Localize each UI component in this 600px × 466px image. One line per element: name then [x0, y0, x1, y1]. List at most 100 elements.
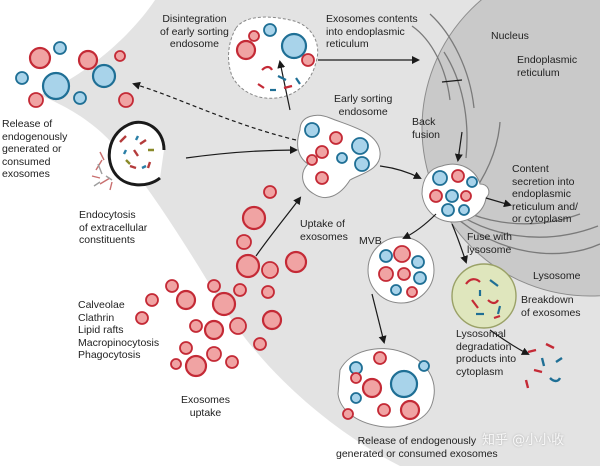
exosome-vesicle-red — [203, 319, 225, 341]
exosome-vesicle-red — [261, 285, 275, 299]
lysosome — [451, 263, 517, 329]
endocytosis-bud — [107, 120, 166, 187]
exosome-vesicle-red — [377, 403, 391, 417]
exosome-vesicle-red — [114, 50, 126, 62]
exosome-vesicle-blue — [354, 156, 370, 172]
exosome-vesicle-red — [397, 267, 411, 281]
exosome-vesicle-red — [399, 399, 421, 421]
exosome-vesicle-blue — [15, 71, 29, 85]
exosome-vesicle-blue — [53, 41, 67, 55]
exosome-vesicle-blue — [379, 249, 393, 263]
exosome-vesicle-red — [342, 408, 354, 420]
exosome-vesicle-blue — [73, 91, 87, 105]
watermark: 知乎 @小小收 — [482, 433, 565, 448]
degradation-fragments — [524, 342, 563, 389]
exosome-vesicle-red — [145, 293, 159, 307]
exosome-vesicle-red — [306, 154, 318, 166]
exosome-vesicle-red — [261, 261, 279, 279]
exosome-vesicle-blue — [336, 152, 348, 164]
label-breakdown: Breakdown of exosomes — [521, 294, 581, 319]
exosome-vesicle-red — [77, 49, 99, 71]
exosome-vesicle-red — [135, 311, 149, 325]
label-disintegration: Disintegration of early sorting endosome — [160, 13, 229, 50]
label-lysosome: Lysosome — [533, 270, 581, 282]
exosome-vesicle-red — [206, 346, 222, 362]
exosome-vesicle-red — [263, 185, 277, 199]
exosome-vesicle-red — [207, 279, 221, 293]
exosome-vesicle-red — [170, 358, 182, 370]
label-exosome-contents: Exosomes contents into endoplasmic retic… — [326, 13, 418, 50]
exosome-vesicle-red — [393, 245, 411, 263]
exosome-vesicle-red — [451, 169, 465, 183]
exosome-vesicle-blue — [458, 204, 470, 216]
exosome-vesicle-red — [373, 351, 387, 365]
exosome-vesicle-red — [28, 46, 52, 70]
exosome-vesicle-blue — [413, 271, 427, 285]
exosome-vesicle-blue — [389, 369, 419, 399]
exosome-vesicle-red — [235, 253, 261, 279]
exosome-vesicle-blue — [432, 170, 448, 186]
exosome-vesicle-red — [261, 309, 283, 331]
exosome-vesicle-red — [315, 145, 329, 159]
exosome-vesicle-red — [184, 354, 208, 378]
label-endocytosis: Endocytosis of extracellular constituent… — [79, 209, 148, 246]
exosome-vesicle-red — [329, 131, 343, 145]
exosome-vesicle-red — [241, 205, 267, 231]
exosome-vesicle-red — [235, 39, 257, 61]
exosome-vesicle-red — [175, 289, 197, 311]
exosome-vesicle-blue — [91, 63, 117, 89]
label-release-top: Release of endogenously generated or con… — [2, 118, 68, 180]
label-mvb: MVB — [359, 235, 382, 247]
label-uptake-mechanisms: Calveolae Clathrin Lipid rafts Macropino… — [78, 299, 160, 361]
exosome-vesicle-red — [406, 286, 418, 298]
exosome-vesicle-red — [350, 372, 362, 384]
exosome-vesicle-red — [253, 337, 267, 351]
exosome-vesicle-red — [179, 341, 193, 355]
label-content-secretion: Content secretion into endoplasmic retic… — [512, 163, 578, 225]
label-uptake-of-exosomes: Uptake of exosomes — [300, 218, 348, 243]
exosome-vesicle-red — [460, 190, 472, 202]
exosome-vesicle-blue — [351, 137, 369, 155]
exosome-vesicle-blue — [41, 71, 71, 101]
exosome-vesicle-blue — [418, 360, 430, 372]
label-early-sorting-endosome: Early sorting endosome — [334, 93, 393, 118]
exosome-vesicle-blue — [445, 189, 459, 203]
exosome-vesicle-red — [429, 189, 443, 203]
exosome-vesicle-blue — [350, 392, 362, 404]
label-nucleus: Nucleus — [491, 30, 529, 42]
exosome-vesicle-red — [236, 234, 252, 250]
exosome-vesicle-red — [229, 317, 247, 335]
exosome-vesicle-red — [233, 283, 247, 297]
label-release-bottom: Release of endogenously generated or con… — [336, 435, 498, 460]
exosome-vesicle-red — [225, 355, 239, 369]
exosome-vesicle-red — [28, 92, 44, 108]
exosome-vesicle-red — [118, 92, 134, 108]
lysosome-contents — [465, 278, 502, 320]
label-lysosomal-degradation: Lysosomal degradation products into cyto… — [456, 328, 517, 378]
exosome-vesicle-blue — [411, 255, 425, 269]
exosome-vesicle-blue — [263, 23, 277, 37]
arrows — [132, 56, 530, 355]
exosome-vesicle-red — [378, 266, 394, 282]
exosome-vesicle-red — [211, 291, 237, 317]
exosome-vesicle-red — [301, 53, 315, 67]
label-back-fusion: Back fusion — [412, 116, 441, 141]
exosome-vesicle-blue — [441, 203, 455, 217]
exosome-vesicle-blue — [304, 122, 320, 138]
disintegration-fragments — [257, 65, 301, 92]
label-exosomes-uptake: Exosomes uptake — [181, 394, 231, 419]
exosome-vesicle-red — [361, 377, 383, 399]
exosome-vesicle-red — [165, 279, 179, 293]
exosome-vesicle-red — [315, 171, 329, 185]
label-endoplasmic-reticulum: Endoplasmic reticulum — [517, 54, 578, 79]
exosome-vesicle-blue — [466, 176, 478, 188]
label-fuse-with-lysosome: Fuse with lysosome — [467, 231, 512, 256]
extracellular-debris — [91, 151, 113, 191]
exosome-vesicle-blue — [390, 284, 402, 296]
exosome-vesicle-blue — [280, 32, 308, 60]
exosome-vesicle-red — [284, 250, 308, 274]
exosome-vesicle-red — [189, 319, 203, 333]
vesicles — [15, 23, 478, 421]
